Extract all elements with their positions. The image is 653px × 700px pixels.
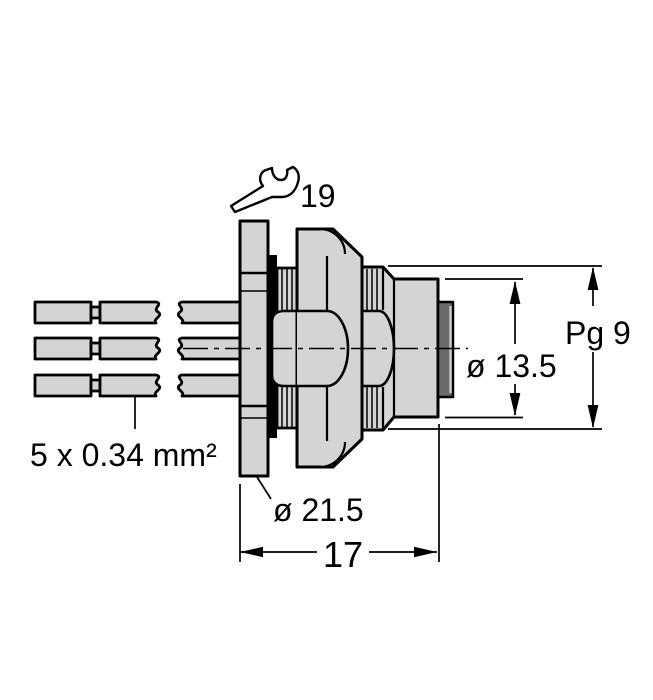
wire-segment <box>176 300 242 325</box>
leader-line <box>256 476 272 500</box>
label-mounting-depth: 17 <box>323 534 363 575</box>
arrowhead-right <box>414 546 437 558</box>
arrowhead-up <box>509 281 521 304</box>
contact-insert <box>436 300 455 399</box>
extension-lines <box>239 424 440 562</box>
wire-segment <box>98 300 162 325</box>
thread-lines <box>281 269 293 427</box>
wrench-icon <box>229 165 300 214</box>
dimension-thread-size: Pg 9 <box>388 265 631 430</box>
label-wire-spec: 5 x 0.34 mm² <box>30 437 217 473</box>
label-wrench-size: 19 <box>300 178 336 214</box>
arrowhead-up <box>587 267 599 290</box>
extension-lines <box>445 278 523 419</box>
wire-ferrule <box>33 300 93 325</box>
wire-leads <box>33 300 242 398</box>
arrowhead-down <box>587 405 599 428</box>
dimension-flange-diameter: ø 21.5 <box>256 476 364 528</box>
wire-ferrule <box>33 336 93 361</box>
label-face-diameter: ø 13.5 <box>466 348 557 384</box>
arrowhead-down <box>509 393 521 416</box>
dimension-face-diameter: ø 13.5 <box>445 278 557 419</box>
wire-ferrule <box>33 373 93 398</box>
thread-lines <box>366 269 378 428</box>
arrowhead-left <box>240 546 263 558</box>
label-flange-diameter: ø 21.5 <box>273 492 364 528</box>
dimension-mounting-depth: 17 <box>239 424 440 575</box>
wire-segment <box>98 373 162 398</box>
label-thread-size: Pg 9 <box>565 315 631 351</box>
extension-lines <box>388 265 602 430</box>
dimension-wire-spec: 5 x 0.34 mm² <box>30 396 217 473</box>
wire-segment <box>98 336 162 361</box>
wire-segment <box>176 336 242 361</box>
wire-segment <box>176 373 242 398</box>
